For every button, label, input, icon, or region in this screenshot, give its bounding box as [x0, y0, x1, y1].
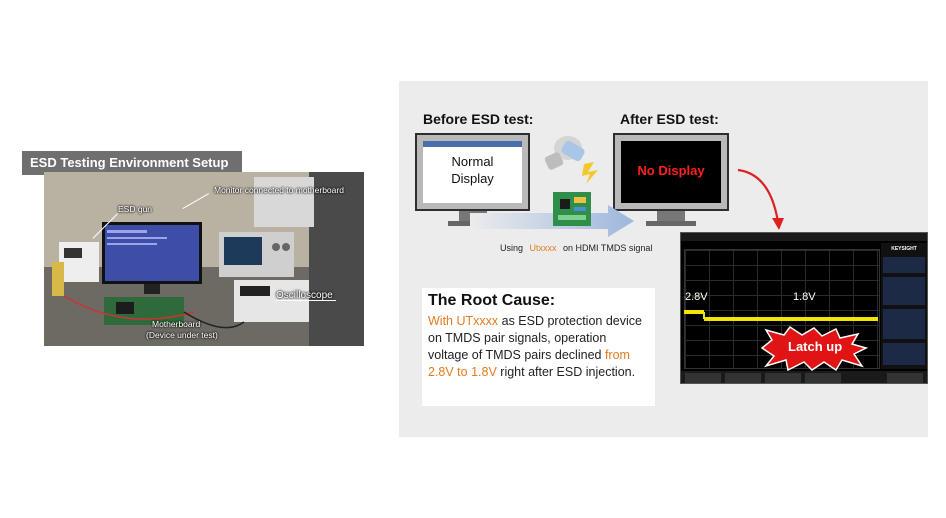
before-screen-line1: Normal [451, 154, 494, 169]
after-screen-text: No Display [637, 163, 705, 178]
root-cause-body: With UTxxxx as ESD protection device on … [428, 313, 649, 381]
scope-voltage-after: 1.8V [793, 291, 816, 303]
transition-arrow [470, 205, 634, 237]
latch-up-label: Latch up [788, 339, 843, 354]
label-motherboard: Motherboard [152, 319, 201, 329]
root-cause-title: The Root Cause: [428, 292, 556, 309]
scope-softkey [805, 373, 841, 383]
setup-photo-illustration [44, 172, 364, 346]
before-screen-text: Normal Display [423, 153, 522, 187]
before-monitor: Normal Display [415, 133, 530, 211]
scope-side-panel: KEYSIGHT [881, 243, 927, 369]
scope-softkey [725, 373, 761, 383]
root-cause-voltage: from 2.8V to 1.8V [428, 348, 630, 379]
after-monitor: No Display [613, 133, 729, 211]
esd-gun-icon [544, 136, 598, 184]
scope-side-cell [883, 309, 925, 339]
scope-side-cell [883, 277, 925, 305]
label-motherboard-sub: (Device under test) [146, 330, 218, 340]
root-cause-end: right after ESD injection. [496, 365, 636, 379]
before-screen: Normal Display [423, 141, 522, 203]
label-esd-gun: ESD gun [118, 204, 153, 214]
scope-softkey [765, 373, 801, 383]
using-suffix: on HDMI TMDS signal [563, 243, 653, 253]
using-prefix: Using [500, 243, 524, 253]
scope-top-bar [681, 233, 927, 241]
after-monitor-stand [657, 211, 685, 223]
before-screen-line2: Display [451, 171, 494, 186]
setup-photo: Monitor connected to motherboard ESD gun… [44, 172, 364, 346]
latch-up-burst [760, 326, 868, 372]
after-label: After ESD test: [620, 111, 719, 127]
before-label: Before ESD test: [423, 111, 534, 127]
scope-side-cell [883, 343, 925, 365]
using-note: Using Utxxxx on HDMI TMDS signal [500, 243, 652, 253]
label-monitor: Monitor connected to motherboard [214, 185, 344, 195]
scope-brand: KEYSIGHT [891, 246, 917, 252]
scope-softkeys [681, 371, 927, 383]
scope-softkey [887, 373, 923, 383]
scope-side-cell [883, 257, 925, 273]
scope-trace [684, 296, 878, 321]
root-cause-box: The Root Cause: With UTxxxx as ESD prote… [422, 288, 655, 406]
root-cause-part: With UTxxxx [428, 314, 499, 328]
circuit-board-icon [553, 192, 591, 226]
root-cause-text: as ESD protection device on TMDS pair si… [428, 314, 642, 362]
red-curved-arrow [737, 168, 784, 230]
scope-voltage-before: 2.8V [685, 291, 708, 303]
setup-title: ESD Testing Environment Setup [22, 151, 242, 175]
scope-softkey [685, 373, 721, 383]
using-part: Utxxxx [529, 243, 557, 253]
after-screen: No Display [621, 141, 721, 203]
after-monitor-base [646, 221, 696, 226]
label-oscilloscope-line [276, 300, 336, 301]
label-oscilloscope: Oscilloscope [276, 290, 333, 301]
